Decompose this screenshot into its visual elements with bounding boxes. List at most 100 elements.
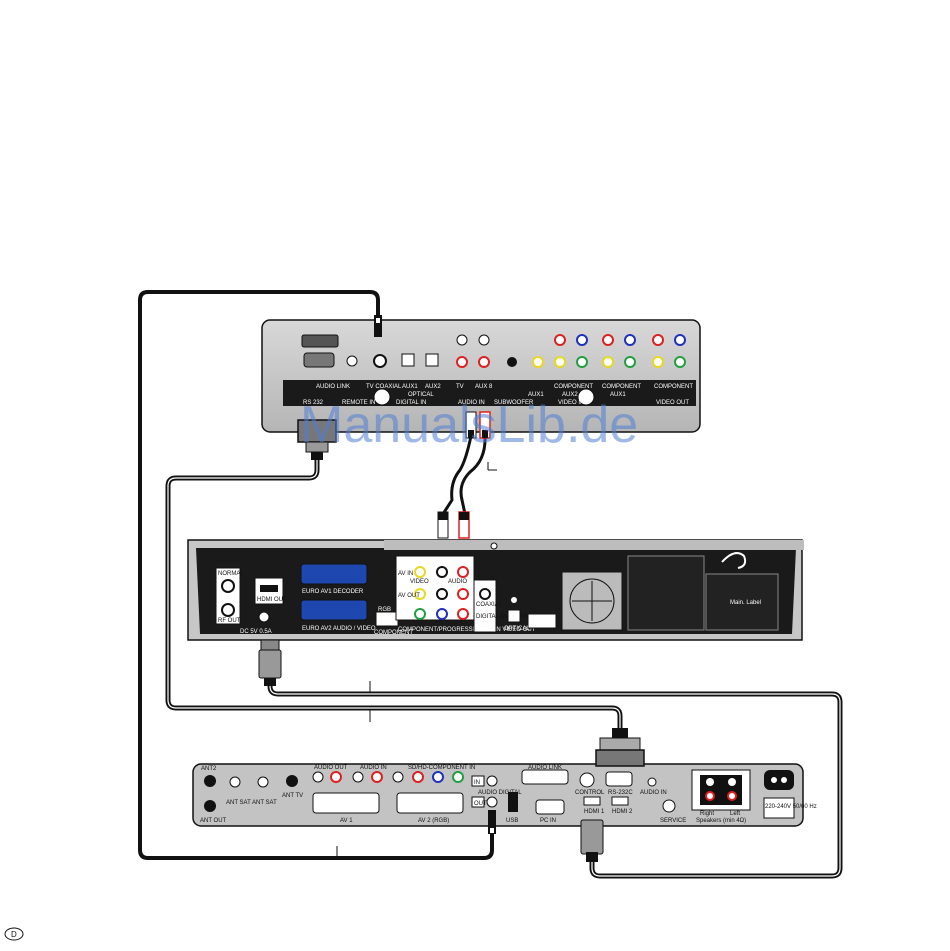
bot-label-ant2: ANT2 <box>201 766 217 772</box>
top-label-subwoofer: SUBWOOFER <box>494 400 534 406</box>
bot-label-right: Right <box>700 811 714 817</box>
top-label-component-3: COMPONENT <box>654 384 693 390</box>
mid-label-digital-audio-out: DIGITAL AUDIO OUT <box>476 614 534 620</box>
top-label-digital-in: DIGITAL IN <box>396 400 426 406</box>
leader-lines <box>336 462 497 856</box>
hdmi-port-icon <box>260 585 278 592</box>
dsub-port-icon <box>521 769 569 785</box>
antenna-jack-icon <box>204 800 216 812</box>
bot-label-audio-digital: AUDIO DIGITAL <box>478 790 522 796</box>
mid-label-euro-av2: EURO AV2 AUDIO / VIDEO <box>302 626 376 632</box>
antenna-jack-icon <box>221 579 235 593</box>
power-socket-icon <box>764 770 794 790</box>
mid-label-dc: DC 5V 0.5A <box>240 629 272 635</box>
top-label-video-out: VIDEO OUT <box>656 400 689 406</box>
bot-label-audio-link: AUDIO LINK <box>528 765 562 771</box>
bot-label-speakers: Speakers (min 4Ω) <box>696 818 746 824</box>
top-label-rs232: RS 232 <box>303 400 324 406</box>
mid-label-rf-out: RF OUT <box>218 618 241 624</box>
scart-port-icon <box>301 334 339 348</box>
mid-label-audio: AUDIO <box>448 579 467 585</box>
svg-text:D: D <box>11 930 17 939</box>
top-label-component-2: COMPONENT <box>602 384 641 390</box>
scart-port-icon <box>312 792 380 814</box>
coax-jack-icon <box>479 588 491 600</box>
mid-main-label: Main. Label <box>730 600 761 606</box>
dsub-port-icon <box>535 799 565 815</box>
hdmi-plug-icon <box>580 819 604 855</box>
top-label-optical: OPTICAL <box>408 392 434 398</box>
control-port-icon <box>579 772 595 788</box>
bot-label-ant-sat-2: ANT SAT <box>252 800 277 806</box>
top-label-aux1-b: AUX1 <box>528 392 544 398</box>
top-label-aux1: AUX1 <box>402 384 418 390</box>
mid-label-component: COMPONENT <box>374 630 413 636</box>
bot-label-component-in: SD/HD-COMPONENT IN <box>408 765 475 771</box>
mid-label-hdmi-out: HDMI OUT <box>257 597 287 603</box>
watermark: ManualsLib.de <box>300 396 638 454</box>
bot-label-power: 220-240V 50/60 Hz <box>765 804 817 810</box>
middle-rca-plugs <box>437 511 470 539</box>
hdmi-port-icon <box>611 796 629 806</box>
jack-plug-icon <box>374 315 382 337</box>
top-label-aux2: AUX2 <box>425 384 441 390</box>
optical-port-icon <box>401 353 415 367</box>
bot-label-audio-in-2: AUDIO IN <box>640 790 667 796</box>
bot-label-out: OUT <box>474 801 487 807</box>
dsub-port-icon <box>605 771 633 787</box>
bot-label-audio-in: AUDIO IN <box>360 765 387 771</box>
dc-jack-icon <box>258 611 270 623</box>
hdmi-plug-icon <box>258 649 282 679</box>
scart-port-icon <box>300 599 368 621</box>
hdmi-cable-inner <box>269 681 841 877</box>
bot-label-av2: AV 2 (RGB) <box>418 818 449 824</box>
bot-label-in: IN <box>474 780 480 786</box>
bot-label-control: CONTROL <box>575 790 605 796</box>
top-label-aux1-c: AUX1 <box>610 392 626 398</box>
cables <box>138 290 843 879</box>
bot-label-usb: USB <box>506 818 518 824</box>
mid-label-video: VIDEO <box>410 579 429 585</box>
mid-label-av-in: AV IN <box>398 571 413 577</box>
rca-cable-right <box>459 434 487 516</box>
antenna-jack-icon <box>204 775 216 787</box>
optical-port-icon <box>507 609 521 623</box>
antenna-jack-icon <box>221 603 235 617</box>
top-label-audio-in: AUDIO IN <box>458 400 485 406</box>
scart-port-icon <box>300 563 368 585</box>
bot-label-av1: AV 1 <box>340 818 353 824</box>
coax-jack-icon <box>373 354 387 368</box>
hdmi-port-icon <box>583 796 601 806</box>
top-label-aux2-b: AUX2 <box>562 392 578 398</box>
service-port-icon <box>662 799 676 813</box>
top-device-plugs <box>297 315 491 460</box>
bot-label-hdmi1: HDMI 1 <box>584 809 605 815</box>
bot-label-service: SERVICE <box>660 818 686 824</box>
bottom-device-plugs <box>488 728 645 862</box>
bot-label-hdmi2: HDMI 2 <box>612 809 633 815</box>
top-label-component-1: COMPONENT <box>554 384 593 390</box>
bot-label-pc-in: PC IN <box>540 818 556 824</box>
rs232-cable-inner <box>167 457 621 731</box>
mid-label-coaxial: COAXIAL <box>476 602 503 608</box>
audio-link-cable <box>138 290 494 860</box>
top-label-remote-in: REMOTE IN <box>342 400 375 406</box>
top-label-tv-coaxial: TV COAXIAL <box>366 384 402 390</box>
bot-label-ant-sat-1: ANT SAT <box>226 800 251 806</box>
mid-label-component-out: COMPONENT/PROGRESSIVE SCAN VIDEO OUT <box>398 627 536 633</box>
top-label-audio-link: AUDIO LINK <box>316 384 350 390</box>
rs232-plug-icon <box>599 737 641 751</box>
rca-cable-left <box>441 434 473 516</box>
bot-label-audio-out: AUDIO OUT <box>314 765 348 771</box>
remote-jack-icon <box>346 355 358 367</box>
bot-label-left: Left <box>730 811 740 817</box>
dsub-port-icon <box>303 352 335 368</box>
usb-port-icon <box>508 792 518 812</box>
top-label-video-in: VIDEO IN <box>558 400 584 406</box>
optical-port-icon <box>425 353 439 367</box>
power-cord-icon <box>721 552 747 569</box>
scart-port-icon <box>396 792 464 814</box>
mid-label-normal: NORMAL <box>218 571 244 577</box>
jack-plug-icon <box>488 810 496 834</box>
